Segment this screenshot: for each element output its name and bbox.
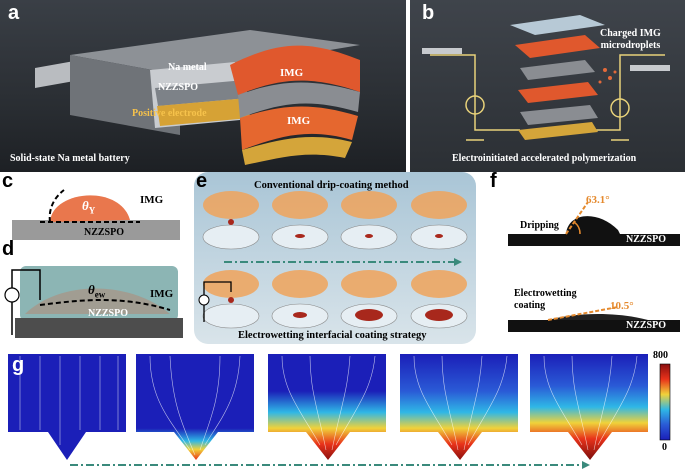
right-wire [580,54,665,131]
panel-f-letter: f [490,172,497,192]
img-layer-top [230,45,360,95]
electrowetting-line1: Electrowetting [514,288,577,299]
panel-d: d θew IMG NZZSPO [0,240,190,340]
left-spray-gun [422,48,462,54]
substrate-bottom-f [508,320,680,332]
theta-y-symbol: θ [82,198,89,213]
simulation-fields [8,354,671,469]
top-substrate-label: NZZSPO [626,234,667,245]
stack-layer-2 [520,60,595,80]
bottom-angle-label: 10.5° [610,300,634,312]
panel-d-letter: d [2,240,15,260]
panel-g-letter: g [12,354,25,376]
stack-img-1 [515,35,600,58]
electrode-base-d [15,318,183,338]
img-top-label: IMG [280,67,304,79]
panel-g: g 800 0 [0,350,685,471]
field-map-1 [8,354,126,460]
charged-img-label: Charged IMG microdroplets [600,28,661,52]
electrowetting-label: Electrowetting coating [514,288,577,312]
polymerization-illustration [422,15,670,141]
nzzspo-substrate-c [12,220,180,240]
panel-f: f 63.1° Dripping NZZSPO Electrowetting c… [488,172,685,344]
electrowetting-setup-d [4,266,183,338]
img-bottom-label: IMG [287,115,311,127]
right-spray-gun [630,65,670,71]
nzzspo-curved [238,82,360,118]
electrode-curved [242,136,352,165]
theta-y-label: θY [82,198,95,216]
droplet-top-f [566,216,620,234]
stack-layer-3 [520,105,598,125]
substrate-top-f [508,234,680,246]
drop-contact-angle-c [12,189,180,240]
left-source [465,95,485,115]
nzzspo-label-d: NZZSPO [88,308,129,319]
theta-ew-subscript: ew [94,289,106,300]
theta-ew-label: θew [88,282,105,300]
theta-ew-symbol: θ [88,282,95,297]
contact-angle-images [508,201,680,332]
field-map-3 [268,354,386,460]
img-layer-bottom [240,106,358,150]
right-source [610,98,630,118]
panel-b-letter: b [422,2,435,24]
panel-a: a Na metal IMG NZZSPO Positive electrode… [0,0,406,172]
stack-electrode [518,122,598,140]
colorbar-max-label: 800 [653,350,668,361]
panel-b-caption: Electroinitiated accelerated polymerizat… [452,153,637,164]
img-medium-d [20,266,178,321]
na-metal-label: Na metal [168,62,207,73]
field-map-4 [400,354,518,460]
field-map-5 [530,354,648,460]
dripping-label: Dripping [520,220,559,231]
electrowetting-row [198,270,468,329]
charged-img-line2: microdroplets [600,40,661,51]
colorbar-min-label: 0 [662,442,667,453]
theta-y-subscript: Y [88,205,96,216]
img-label-c: IMG [140,194,164,206]
battery-illustration [35,30,360,165]
field-map-2 [136,354,254,460]
panel-a-caption: Solid-state Na metal battery [10,153,130,164]
electrowetting-title: Electrowetting interfacial coating strat… [238,330,427,341]
panel-a-letter: a [8,2,20,24]
nzzspo-layer [155,80,248,106]
left-wire [430,54,520,131]
drip-coating-row [202,191,468,250]
colorbar [659,363,671,441]
charged-img-line1: Charged IMG [600,28,661,39]
top-angle-label: 63.1° [586,194,610,206]
battery-casing-top [70,30,360,75]
img-label-d: IMG [150,288,174,300]
stack-img-2 [518,82,598,103]
panel-e-letter: e [196,170,208,192]
panel-c-letter: c [2,172,14,192]
positive-electrode-layer [157,98,250,126]
positive-electrode-label: Positive electrode [132,108,207,119]
panel-c: c θY IMG NZZSPO [0,172,190,242]
panel-e: Conventional drip-coating method Electro… [194,172,476,344]
coating-comparison [198,191,468,329]
streamlines [19,355,638,456]
bottom-substrate-label: NZZSPO [626,320,667,331]
voltage-source-d [4,287,20,303]
battery-tab [35,60,80,88]
stack-top-plate [510,15,605,35]
img-droplet-c [50,195,130,222]
nzzspo-label-c: NZZSPO [84,227,125,238]
panel-b: b Charged IMG microdroplets Electroiniti… [410,0,685,172]
drip-coating-title: Conventional drip-coating method [254,180,409,191]
nzzspo-label: NZZSPO [158,82,199,93]
electrowetting-line2: coating [514,300,546,311]
